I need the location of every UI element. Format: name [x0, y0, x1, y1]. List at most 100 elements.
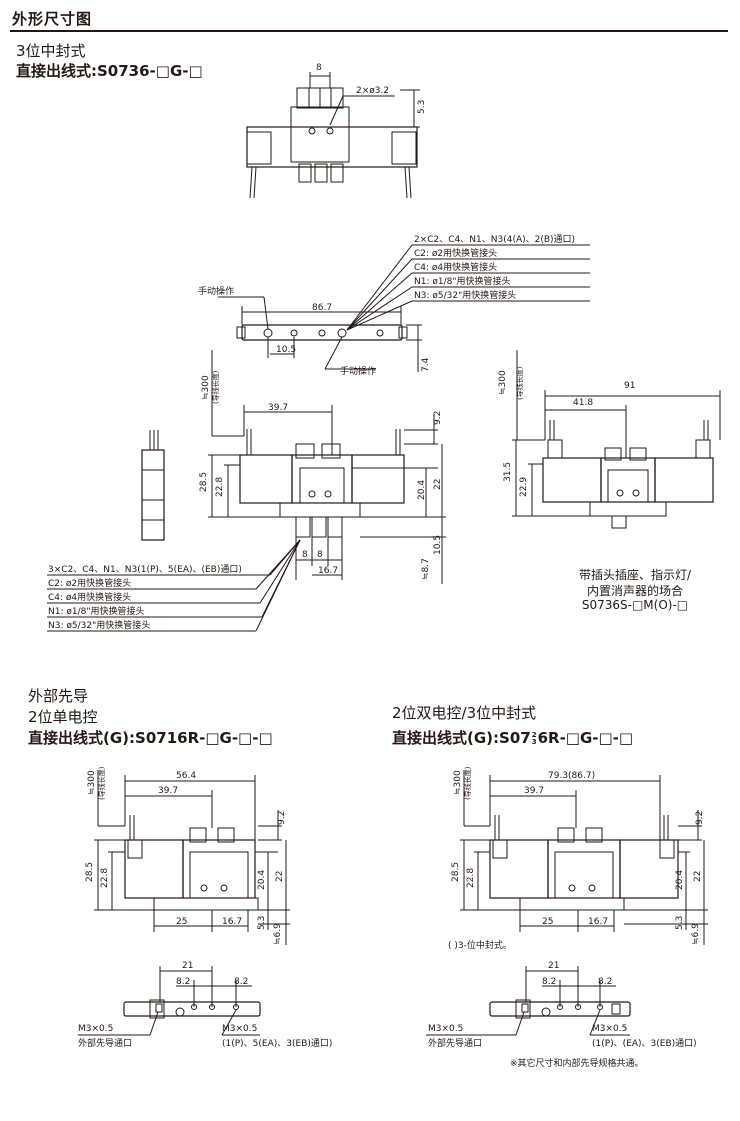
main-front-drawing — [208, 350, 446, 584]
right-dim-91: 91 — [624, 381, 635, 391]
legend-bottom-5: N3: ø5/32"用快换管接头 — [48, 619, 150, 631]
rbp-m3-right-note: (1(P)、(EA)、3(EB)通口) — [592, 1038, 697, 1049]
block3-frac-bottom: 3 — [531, 737, 537, 746]
rl-dim-69: ≒6.9 — [691, 923, 701, 945]
legend-top-1: 2×C2、C4、N1、N3(4(A)、2(B)通口) — [414, 234, 575, 245]
lbp-dim-21: 21 — [182, 961, 193, 971]
legend-bottom-2: C2: ø2用快换管接头 — [48, 577, 131, 589]
ll-dim-22: 22 — [275, 871, 285, 882]
top-dim-2x32: 2×ø3.2 — [356, 86, 389, 96]
rl-lead: ≒300 — [453, 770, 463, 795]
side-view-drawing — [141, 430, 165, 541]
plan-view-drawing — [218, 296, 422, 372]
right-caption-3: S0736S-□M(O)-□ — [581, 598, 689, 612]
ll-dim-53: 5.3 — [257, 916, 267, 930]
right-dim-229: 22.9 — [519, 477, 529, 497]
block1-line2: 直接出线式:S0736-□G-□ — [16, 62, 203, 80]
right-caption-1: 带插头插座、指示灯/ — [578, 568, 692, 582]
legend-bottom-4: N1: ø1/8"用快换管接头 — [48, 605, 144, 617]
rl-dim-22: 22 — [693, 871, 703, 882]
ll-dim-69: ≒6.9 — [273, 923, 283, 945]
ll-dim-167: 16.7 — [222, 917, 242, 927]
legend-top-lines — [346, 244, 590, 331]
main-dim-8a: 8 — [302, 550, 308, 560]
right-bottom-plan-drawing — [426, 966, 631, 1036]
section-title: 外形尺寸图 — [12, 10, 93, 28]
main-dim-204: 20.4 — [417, 480, 427, 500]
main-dim-22: 22 — [433, 479, 443, 490]
plan-dim-867: 86.7 — [312, 303, 332, 313]
legend-top-4: N1: ø1/8"用快换管接头 — [414, 275, 510, 287]
ll-lead: ≒300 — [87, 770, 97, 795]
rl-dim-167: 16.7 — [588, 917, 608, 927]
legend-bottom-1: 3×C2、C4、N1、N3(1(P)、5(EA)、(EB)通口) — [48, 564, 242, 575]
block2-line3: 直接出线式(G):S0716R-□G-□-□ — [28, 729, 273, 747]
title-rule — [10, 30, 728, 32]
main-dim-105: 10.5 — [433, 535, 443, 555]
block2-line1: 外部先导 — [28, 687, 89, 705]
main-dim-285: 28.5 — [199, 472, 209, 492]
rl-lead-note: (导线长度) — [463, 766, 472, 800]
lbp-m3-left-note: 外部先导通口 — [78, 1037, 132, 1049]
main-lead: ≒300 — [201, 375, 211, 400]
rl-dim-397: 39.7 — [524, 786, 544, 796]
plan-dim-74: 7.4 — [421, 357, 431, 372]
legend-top-5: N3: ø5/32"用快换管接头 — [414, 289, 516, 301]
plan-dim-105: 10.5 — [276, 345, 296, 355]
ll-dim-204: 20.4 — [257, 870, 267, 890]
left-lower-drawing — [94, 770, 290, 945]
footer-note: ※其它尺寸和内部先导规格共通。 — [510, 1057, 644, 1069]
rbp-dim-82a: 8.2 — [542, 977, 556, 987]
right-lower-drawing — [460, 770, 708, 945]
lbp-dim-82b: 8.2 — [234, 977, 248, 987]
ll-dim-92: 9.2 — [277, 811, 287, 825]
ll-dim-564: 56.4 — [176, 771, 196, 781]
ll-dim-285: 28.5 — [85, 862, 95, 882]
main-lead-note: (导线长度) — [211, 370, 220, 404]
block1-line1: 3位中封式 — [16, 42, 86, 60]
legend-bottom-3: C4: ø4用快换管接头 — [48, 591, 131, 603]
main-dim-92: 9.2 — [433, 411, 443, 425]
rl-dim-204: 20.4 — [675, 870, 685, 890]
plan-manual-1: 手动操作 — [198, 285, 234, 297]
rbp-dim-82b: 8.2 — [598, 977, 612, 987]
main-dim-167: 16.7 — [318, 566, 338, 576]
top-dim-53: 5.3 — [417, 100, 427, 114]
rl-dim-285: 28.5 — [451, 862, 461, 882]
rbp-m3-left-note: 外部先导通口 — [428, 1037, 482, 1049]
ll-lead-note: (导线长度) — [97, 766, 106, 800]
rl-dim-228: 22.8 — [466, 868, 476, 888]
rl-dim-793: 79.3(86.7) — [548, 771, 595, 781]
ll-dim-25: 25 — [176, 917, 187, 927]
rl-note: ( )3-位中封式。 — [448, 939, 512, 951]
plan-manual-2: 手动操作 — [340, 365, 376, 377]
main-dim-87: ≒8.7 — [421, 558, 431, 580]
top-view-drawing — [246, 72, 420, 199]
legend-bottom-lines — [47, 539, 301, 632]
main-dim-8b: 8 — [317, 550, 323, 560]
top-dim-8: 8 — [316, 63, 322, 73]
lbp-m3-right: M3×0.5 — [222, 1024, 257, 1034]
block3-line1: 2位双电控/3位中封式 — [392, 704, 537, 722]
main-dim-397: 39.7 — [268, 403, 288, 413]
rl-dim-53: 5.3 — [675, 916, 685, 930]
right-dim-418: 41.8 — [573, 398, 593, 408]
rbp-dim-21: 21 — [548, 961, 559, 971]
main-dim-228: 22.8 — [215, 477, 225, 497]
ll-dim-228: 22.8 — [100, 868, 110, 888]
block2-line2: 2位单电控 — [28, 708, 98, 726]
right-lead: ≒300 — [498, 370, 508, 395]
block3-line2-prefix: 直接出线式(G):S07 — [392, 729, 531, 747]
right-dim-315: 31.5 — [503, 462, 513, 482]
rl-dim-25: 25 — [542, 917, 553, 927]
right-front-drawing — [512, 350, 721, 529]
right-lead-note: (导线长度) — [515, 366, 524, 400]
right-caption-2: 内置消声器的场合 — [586, 584, 683, 598]
rl-dim-92: 9.2 — [695, 811, 705, 825]
legend-top-2: C2: ø2用快换管接头 — [414, 247, 497, 259]
lbp-dim-82a: 8.2 — [176, 977, 190, 987]
lbp-m3-left: M3×0.5 — [78, 1024, 113, 1034]
